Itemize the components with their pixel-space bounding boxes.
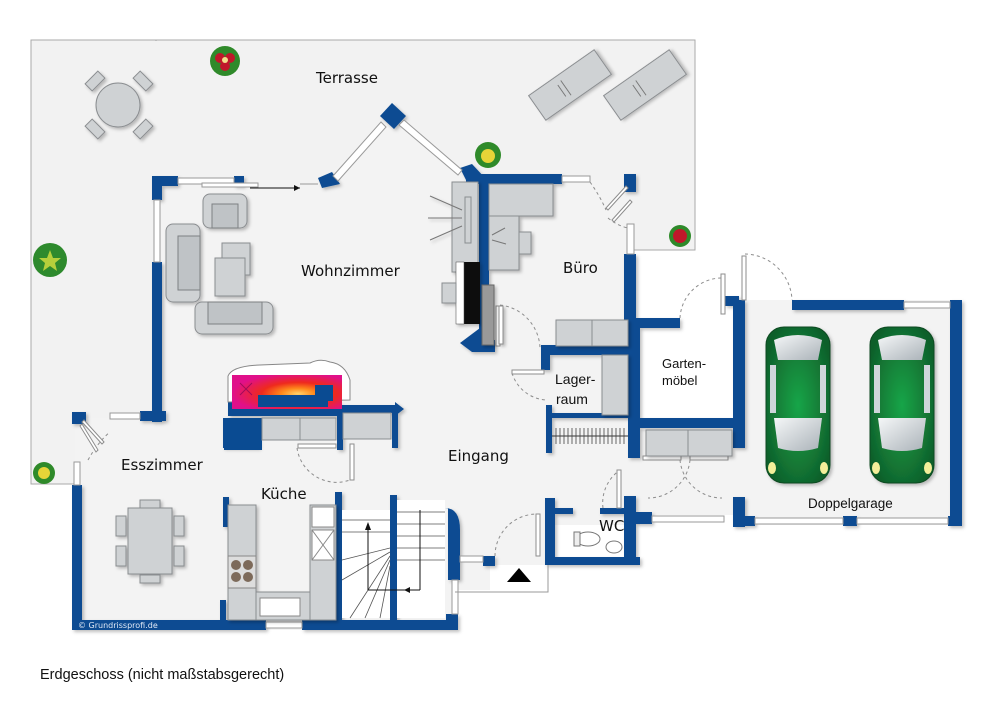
sun-lounger-2 bbox=[602, 49, 688, 121]
storage-shelves bbox=[555, 319, 733, 457]
terrace-table-set bbox=[84, 70, 154, 140]
plant-yellow-flowers-1 bbox=[475, 142, 501, 168]
plant-red-flowers-2 bbox=[669, 225, 691, 247]
car-2 bbox=[869, 326, 935, 484]
car-1 bbox=[765, 326, 831, 484]
office-furniture bbox=[428, 181, 554, 346]
label-lagerraum-1: Lager- bbox=[555, 371, 596, 387]
copyright-text: © Grundrissprofi.de bbox=[78, 621, 158, 630]
plan-caption: Erdgeschoss (nicht maßstabsgerecht) bbox=[40, 667, 285, 683]
label-terrasse: Terrasse bbox=[315, 69, 378, 87]
staircase bbox=[341, 500, 445, 619]
label-kueche: Küche bbox=[261, 485, 307, 503]
label-wohnzimmer: Wohnzimmer bbox=[301, 262, 401, 280]
label-eingang: Eingang bbox=[448, 447, 509, 465]
label-buero: Büro bbox=[563, 259, 598, 277]
plant-red-flowers-1 bbox=[210, 46, 240, 76]
walls bbox=[72, 103, 962, 630]
doors bbox=[79, 181, 793, 557]
kitchen-counter bbox=[227, 504, 337, 621]
wardrobe-rack bbox=[552, 428, 628, 444]
wc-fixtures bbox=[573, 531, 623, 554]
plant-yellow-flowers-2 bbox=[33, 462, 55, 484]
windows bbox=[73, 119, 951, 629]
label-gartenmoebel-1: Garten- bbox=[662, 356, 706, 371]
dining-table-set bbox=[115, 499, 185, 584]
label-lagerraum-2: raum bbox=[556, 391, 588, 407]
label-doppelgarage: Doppelgarage bbox=[808, 496, 893, 511]
label-esszimmer: Esszimmer bbox=[121, 456, 204, 474]
label-wc: WC bbox=[599, 517, 624, 535]
sun-lounger-1 bbox=[527, 49, 613, 121]
living-room-furniture bbox=[165, 193, 274, 335]
fireplace bbox=[224, 359, 392, 450]
plant-green-bush bbox=[33, 243, 67, 277]
entrance-marker bbox=[455, 565, 549, 593]
label-gartenmoebel-2: möbel bbox=[662, 373, 698, 388]
